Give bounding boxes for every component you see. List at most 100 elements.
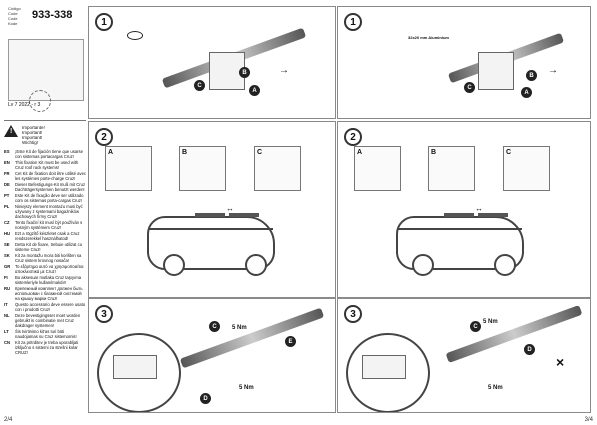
language-flag: NL: [4, 313, 10, 318]
detail-bracket: [113, 355, 157, 379]
label-a: A: [249, 85, 260, 96]
drop-icon: [29, 90, 51, 112]
step-number: 1: [95, 13, 113, 31]
language-flag: PT: [4, 193, 10, 198]
step-number: 2: [344, 128, 362, 146]
oval-icon: [127, 31, 143, 40]
language-list: ES ¡Este Kit de fijación tiene que usarse…: [4, 149, 86, 355]
important-title: Importante! Important! Important! Wichti…: [22, 125, 45, 145]
mini-a-label: A: [357, 149, 363, 156]
code-label-4: Kode: [8, 21, 18, 26]
panel-step-1-right: 1 32x20 mm Aluminium A B C →: [337, 6, 591, 119]
language-text: Questo accessorio deve essere usato con …: [15, 302, 86, 312]
language-flag: IT: [4, 302, 8, 307]
step-number: 3: [95, 305, 113, 323]
panel-step-2-left: 2 A B C ↔: [88, 121, 336, 298]
language-text: Bu aksesuar mutlaka Cruz taşıyıma sistem…: [15, 275, 82, 285]
language-flag: FR: [4, 171, 10, 176]
important-title-3: Important!: [22, 135, 43, 140]
mini-a: A: [354, 146, 401, 191]
cleaning-illustration: [8, 39, 84, 112]
rear-wheel: [245, 254, 267, 276]
step-number: 1: [344, 13, 362, 31]
language-text: Крепежный комплект должен быть использов…: [15, 286, 83, 301]
label-c: C: [194, 80, 205, 91]
language-row: NL Deze bevestigingsset moet worden gebru…: [4, 313, 86, 328]
language-row: FI Bu aksesuar mutlaka Cruz taşıyıma sist…: [4, 275, 86, 285]
important-title-4: Wichtig!: [22, 140, 39, 145]
language-flag: PL: [4, 204, 10, 209]
spacing-arrow-icon: ↔: [226, 204, 234, 213]
mini-c: C: [503, 146, 550, 191]
language-flag: ES: [4, 149, 10, 154]
language-row: SE Detta Kit de fixare, trebuie utilizat …: [4, 242, 86, 252]
language-row: HU Ezt a rögzítő készletet csak a Cruz re…: [4, 231, 86, 241]
language-row: ES ¡Este Kit de fijación tiene que usarse…: [4, 149, 86, 159]
language-flag: FI: [4, 275, 8, 280]
language-row: EN This fixation Kit must be used with Cr…: [4, 160, 86, 170]
mount-bracket: [478, 52, 514, 90]
language-flag: HU: [4, 231, 11, 236]
page-number-left: 2/4: [4, 417, 13, 423]
mini-a-label: A: [108, 149, 114, 156]
mini-note: 32x20 mm Aluminium: [408, 35, 449, 40]
product-code-box: Código Code Code Kode 933-338: [2, 2, 84, 36]
language-flag: EN: [4, 160, 10, 165]
language-flag: CN: [4, 340, 11, 345]
front-roof-bar: [444, 213, 474, 217]
label-c: C: [470, 321, 481, 332]
mini-c-label: C: [257, 149, 263, 156]
label-e: E: [285, 336, 296, 347]
panel-step-1-left: 1 A B C →: [88, 6, 336, 119]
code-label-1: Código: [8, 6, 21, 11]
detail-bracket: [362, 355, 406, 379]
important-header: ! Importante! Important! Important! Wich…: [4, 125, 86, 145]
step-number: 3: [344, 305, 362, 323]
mini-b-label: B: [182, 149, 188, 156]
version-text: Lv 7: [8, 102, 18, 108]
label-c: C: [464, 82, 475, 93]
code-label-2: Code: [8, 11, 18, 16]
label-d: D: [524, 344, 535, 355]
mini-a: A: [105, 146, 152, 191]
torque-label: 5 Nm: [239, 385, 254, 391]
mini-b: B: [428, 146, 475, 191]
language-text: ¡Este Kit de fijación tiene que usarse c…: [15, 149, 83, 159]
label-c: C: [209, 321, 220, 332]
language-row: CN Kit za pritrditev je treba uporabljati…: [4, 340, 86, 355]
cross-icon: ×: [556, 354, 565, 370]
language-text: Ezt a rögzítő készletet csak a Cruz rend…: [15, 231, 80, 241]
language-text: Este Kit de fixação deve ser utilizado c…: [15, 193, 84, 203]
language-text: Detta Kit de fixare, trebuie utilizat cu…: [15, 242, 83, 252]
language-text: Kit za pritrditev je treba uporabljati i…: [15, 340, 79, 355]
language-flag: GR: [4, 264, 11, 269]
front-roof-bar: [195, 213, 225, 217]
language-flag: SE: [4, 242, 10, 247]
rear-roof-bar: [229, 213, 259, 217]
rear-wheel: [494, 254, 516, 276]
front-wheel: [163, 254, 185, 276]
roof-bar: [179, 307, 325, 369]
arrow-icon: →: [548, 65, 558, 76]
torque-label: 5 Nm: [488, 385, 503, 391]
language-text: This fixation Kit must be used with Cruz…: [15, 160, 79, 170]
code-labels: Código Code Code Kode: [8, 6, 21, 26]
important-title-2: Important!: [22, 130, 43, 135]
mini-c: C: [254, 146, 301, 191]
mini-b-label: B: [431, 149, 437, 156]
mini-b: B: [179, 146, 226, 191]
language-flag: CZ: [4, 220, 10, 225]
product-code: 933-338: [32, 9, 73, 21]
code-label-3: Code: [8, 16, 18, 21]
label-a: A: [521, 87, 532, 98]
language-text: Deze bevestigingsset moet worden gebruik…: [15, 313, 81, 328]
left-instruction-column: Código Code Code Kode 933-338 Lv 7 2022 …: [2, 2, 87, 412]
label-d: D: [200, 393, 211, 404]
